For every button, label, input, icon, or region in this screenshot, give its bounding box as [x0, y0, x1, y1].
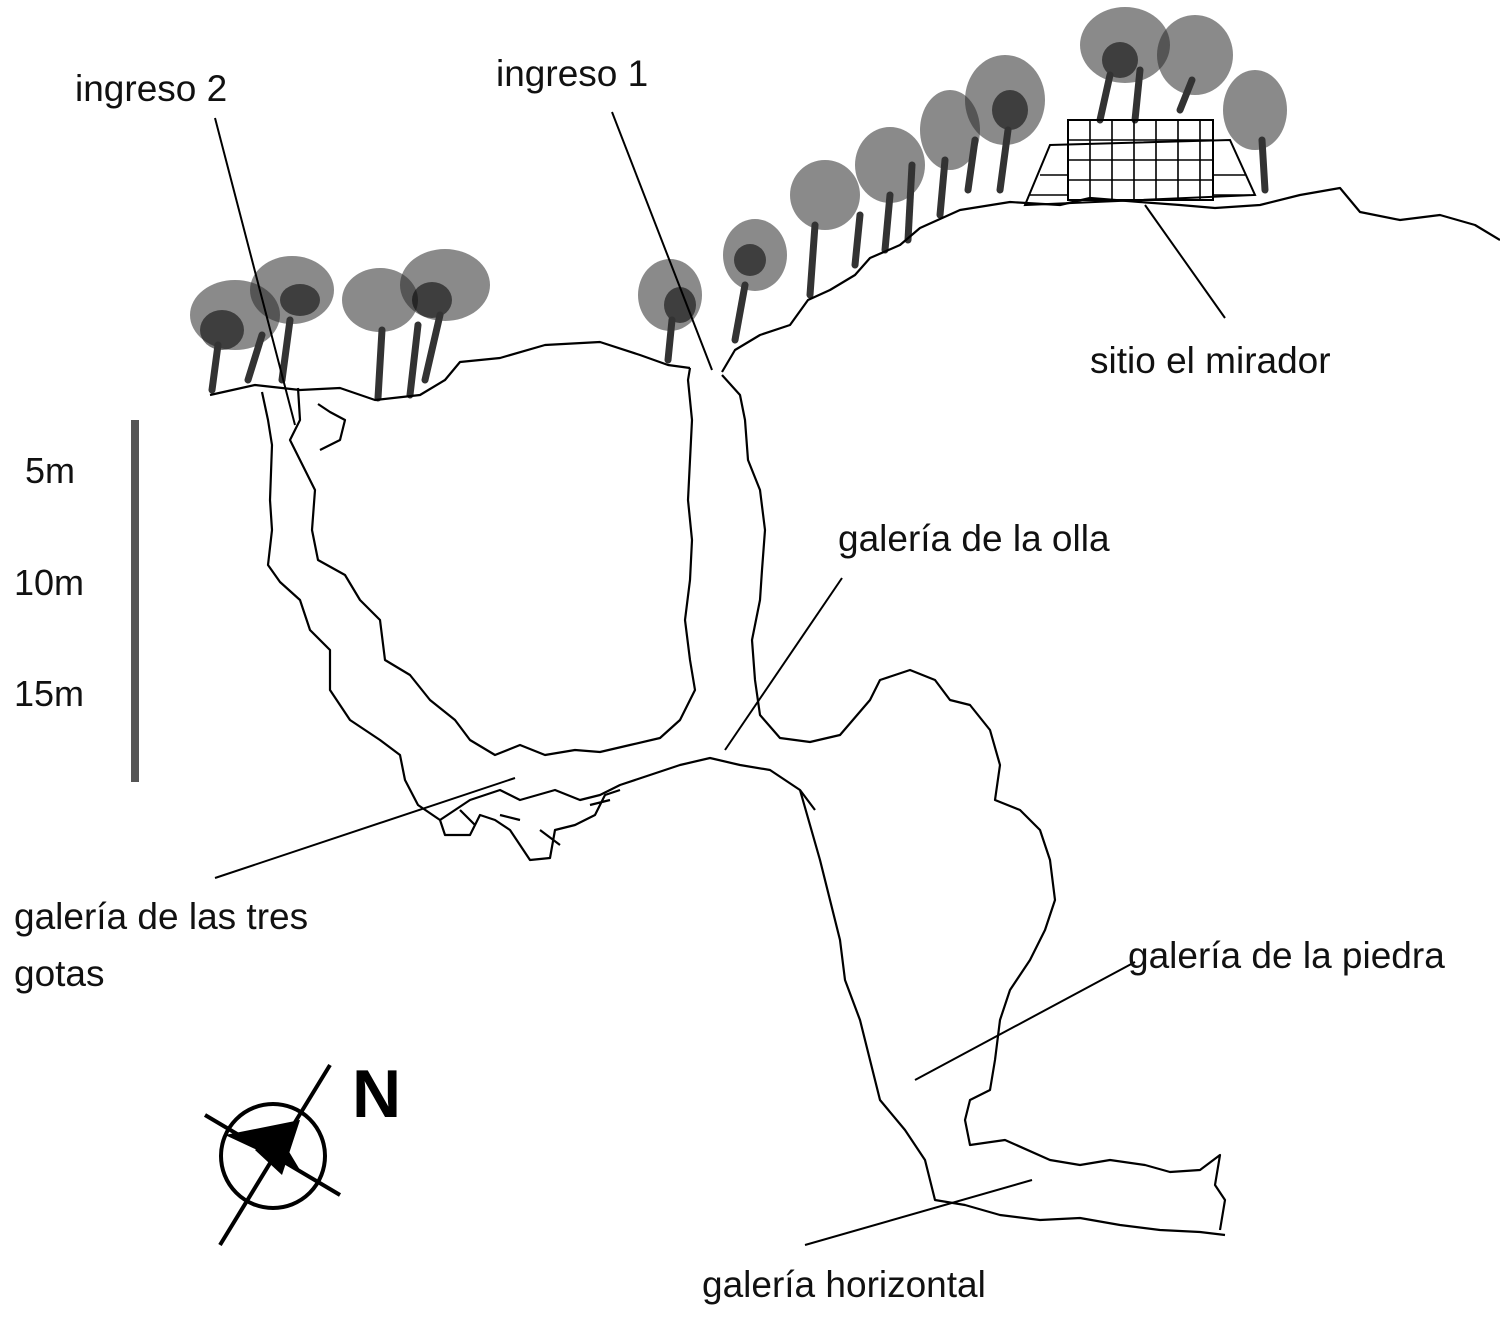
cave-passage-ingreso-1	[721, 374, 1227, 1231]
label-ingreso-1: ingreso 1	[496, 53, 649, 94]
leader-galeria-de-la-piedra	[914, 961, 1136, 1081]
label-galeria-de-las-tres-gotas-line2: gotas	[14, 953, 105, 994]
scale-tick-5m: 5m	[25, 450, 76, 491]
cave-passage-ingreso-2-inner	[288, 367, 697, 757]
label-galeria-horizontal: galería horizontal	[702, 1264, 986, 1305]
leader-galeria-de-la-olla	[724, 577, 843, 751]
cave-tres-gotas-area	[438, 788, 621, 862]
leader-lines	[214, 111, 1226, 1246]
compass-icon	[203, 1063, 342, 1247]
scale-tick-10m: 10m	[14, 562, 85, 603]
leader-galeria-de-las-tres-gotas	[214, 777, 516, 879]
label-sitio-el-mirador: sitio el mirador	[1090, 340, 1331, 381]
label-galeria-de-las-tres-gotas-line1: galería de las tres	[14, 896, 309, 937]
label-ingreso-2: ingreso 2	[75, 68, 228, 109]
ground-surface-line	[209, 186, 1500, 402]
leader-ingreso-1	[611, 111, 713, 371]
cave-passage-ingreso-2	[260, 391, 816, 822]
leader-ingreso-2	[214, 117, 296, 426]
leader-galeria-horizontal	[804, 1179, 1033, 1246]
cave-chamber-top	[317, 403, 347, 451]
cave-passage-piedra-west	[798, 789, 1226, 1237]
label-galeria-de-la-piedra: galería de la piedra	[1128, 935, 1445, 976]
north-label: N	[352, 1056, 402, 1132]
leader-sitio-el-mirador	[1144, 204, 1226, 319]
tree-cluster-left	[190, 249, 490, 402]
vegetation	[190, 7, 1287, 402]
scale-tick-15m: 15m	[14, 673, 85, 714]
tree-cluster-middle	[638, 219, 787, 364]
tree-cluster-right	[790, 7, 1287, 299]
label-galeria-de-la-olla: galería de la olla	[838, 518, 1110, 559]
mirador-structure	[1023, 119, 1257, 207]
